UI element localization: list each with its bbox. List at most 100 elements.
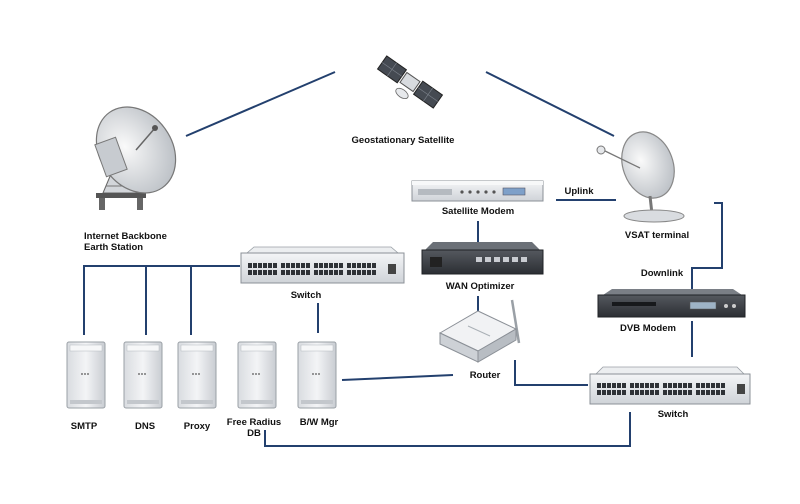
switch-port bbox=[622, 383, 626, 388]
switch-port bbox=[268, 270, 272, 275]
switch-port bbox=[357, 263, 361, 268]
switch-port bbox=[248, 263, 252, 268]
switch-port bbox=[372, 270, 376, 275]
switch-port bbox=[253, 263, 257, 268]
switch-port bbox=[640, 390, 644, 395]
vsat-dish-icon bbox=[596, 131, 685, 223]
switch-port bbox=[263, 270, 267, 275]
switch-port bbox=[607, 390, 611, 395]
server-group bbox=[66, 341, 337, 409]
switch-port bbox=[291, 263, 295, 268]
server-unit bbox=[297, 341, 337, 409]
switch-port bbox=[281, 263, 285, 268]
switch-port bbox=[362, 270, 366, 275]
switch-port bbox=[622, 390, 626, 395]
switch-port bbox=[347, 263, 351, 268]
switch-port bbox=[655, 383, 659, 388]
switch-port bbox=[352, 270, 356, 275]
switch-port bbox=[696, 383, 700, 388]
switch-port bbox=[329, 270, 333, 275]
switch-port bbox=[612, 383, 616, 388]
server-unit bbox=[66, 341, 106, 409]
switch-port bbox=[630, 383, 634, 388]
switch-port bbox=[334, 263, 338, 268]
switch-port bbox=[273, 270, 277, 275]
switch-uplink-port bbox=[737, 384, 745, 394]
satellite-icon bbox=[376, 55, 444, 109]
switch-port bbox=[314, 270, 318, 275]
label-wan-optimizer: WAN Optimizer bbox=[445, 281, 515, 292]
switch-port bbox=[645, 390, 649, 395]
label-vsat-terminal: VSAT terminal bbox=[624, 230, 690, 241]
switch-port bbox=[597, 390, 601, 395]
switch-port bbox=[673, 390, 677, 395]
switch-port bbox=[273, 263, 277, 268]
switch-port bbox=[716, 390, 720, 395]
label-geostationary-satellite: Geostationary Satellite bbox=[351, 135, 455, 146]
switch-port bbox=[706, 383, 710, 388]
switch-port bbox=[668, 383, 672, 388]
switch-port bbox=[339, 270, 343, 275]
switch-port bbox=[324, 270, 328, 275]
switch-port bbox=[314, 263, 318, 268]
switch-port bbox=[367, 270, 371, 275]
link-bwmgr-to-router bbox=[341, 374, 454, 381]
wan-optimizer-device bbox=[421, 242, 544, 275]
label-router: Router bbox=[469, 370, 501, 381]
switch-port bbox=[602, 390, 606, 395]
switch-port bbox=[258, 270, 262, 275]
switch-port bbox=[612, 390, 616, 395]
switch-port bbox=[372, 263, 376, 268]
label-free-radius-line2: DB bbox=[247, 428, 261, 439]
switch-port bbox=[706, 390, 710, 395]
switch-port bbox=[683, 390, 687, 395]
switch-port bbox=[253, 270, 257, 275]
switch-port bbox=[286, 263, 290, 268]
switch-port bbox=[716, 383, 720, 388]
label-satellite-modem: Satellite Modem bbox=[441, 206, 515, 217]
switch-port bbox=[357, 270, 361, 275]
switch-port bbox=[617, 383, 621, 388]
label-smtp: SMTP bbox=[70, 421, 98, 432]
switch-right-device bbox=[589, 366, 751, 405]
label-uplink: Uplink bbox=[564, 186, 594, 197]
server-unit bbox=[177, 341, 217, 409]
label-earth-station-line2: Earth Station bbox=[84, 242, 144, 253]
label-switch-right: Switch bbox=[657, 409, 689, 420]
link-earth-to-satellite bbox=[185, 71, 336, 137]
switch-port bbox=[319, 270, 323, 275]
label-dns: DNS bbox=[134, 421, 156, 432]
link-router-to-switch bbox=[514, 360, 588, 386]
switch-port bbox=[597, 383, 601, 388]
switch-port bbox=[673, 383, 677, 388]
switch-port bbox=[324, 263, 328, 268]
switch-port bbox=[668, 390, 672, 395]
switch-port bbox=[721, 383, 725, 388]
server-unit bbox=[237, 341, 277, 409]
switch-port bbox=[711, 390, 715, 395]
switch-port bbox=[362, 263, 366, 268]
label-dvb-modem: DVB Modem bbox=[620, 323, 676, 334]
switch-port bbox=[655, 390, 659, 395]
downlink-line bbox=[691, 202, 723, 292]
switch-port bbox=[663, 383, 667, 388]
switch-port bbox=[301, 263, 305, 268]
label-bw-mgr: B/W Mgr bbox=[299, 417, 339, 428]
switch-port bbox=[650, 383, 654, 388]
switch-top-ports bbox=[248, 263, 396, 275]
label-downlink: Downlink bbox=[640, 268, 684, 279]
switch-port bbox=[711, 383, 715, 388]
switch-port bbox=[248, 270, 252, 275]
link-switch-to-smtp bbox=[83, 265, 240, 335]
switch-port bbox=[352, 263, 356, 268]
switch-port bbox=[339, 263, 343, 268]
switch-port bbox=[607, 383, 611, 388]
switch-port bbox=[347, 270, 351, 275]
switch-port bbox=[701, 383, 705, 388]
switch-port bbox=[683, 383, 687, 388]
connection-lines bbox=[83, 71, 723, 447]
label-switch-top: Switch bbox=[290, 290, 322, 301]
switch-port bbox=[650, 390, 654, 395]
switch-port bbox=[688, 390, 692, 395]
switch-port bbox=[263, 263, 267, 268]
